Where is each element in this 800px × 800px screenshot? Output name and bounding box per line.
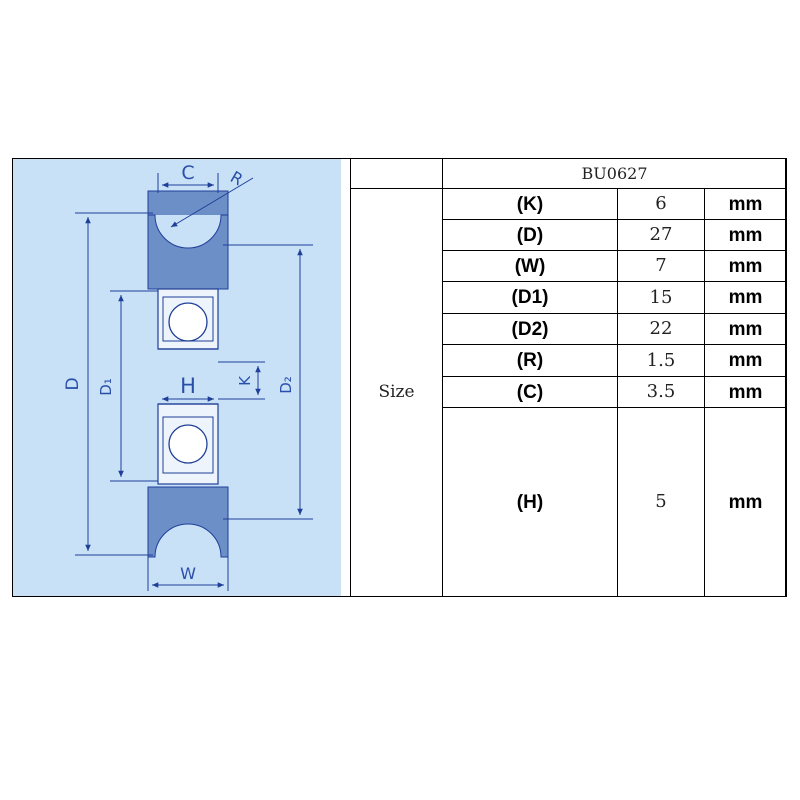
unit-c: mm [703,376,788,408]
value-d: 27 [617,219,705,251]
unit-w: mm [703,250,788,282]
bearing-drawing-panel: C R D D₁ D₂ H K W [13,159,341,596]
param-w: (W) [442,250,618,282]
model-number: BU0627 [441,158,788,189]
param-r: (R) [442,344,618,377]
unit-d: mm [703,219,788,251]
dim-label-h: H [180,374,196,398]
unit-r: mm [703,344,788,377]
value-k: 6 [617,188,705,220]
param-d: (D) [442,219,618,251]
unit-k: mm [703,188,788,220]
unit-h: mm [703,407,788,597]
param-d1: (D1) [442,281,618,314]
value-h: 5 [617,407,705,597]
bearing-cross-section: C R D D₁ D₂ H K W [63,162,313,591]
dim-label-k: K [236,375,254,386]
table-corner-cell [350,158,443,189]
bearing-ball-bottom [168,424,208,464]
dim-label-d1: D₁ [97,378,115,396]
wheel-body-bottom [147,486,229,558]
value-r: 1.5 [617,344,705,377]
dim-label-r: R [227,167,246,189]
wheel-body-top [147,190,229,290]
value-d1: 15 [617,281,705,314]
dim-label-d2: D₂ [277,376,295,394]
value-d2: 22 [617,313,705,345]
dim-label-w: W [180,564,196,583]
param-k: (K) [442,188,618,220]
bearing-ball-top [168,302,208,342]
value-w: 7 [617,250,705,282]
dim-label-d: D [63,377,83,390]
param-c: (C) [442,376,618,408]
specification-table: BU0627 Size (K) 6 mm (D) 27 mm (W) 7 mm … [350,158,788,597]
param-h: (H) [442,407,618,597]
value-c: 3.5 [617,376,705,408]
param-d2: (D2) [442,313,618,345]
size-group-label: Size [350,188,443,597]
unit-d1: mm [703,281,788,314]
unit-d2: mm [703,313,788,345]
dim-label-c: C [181,162,194,184]
